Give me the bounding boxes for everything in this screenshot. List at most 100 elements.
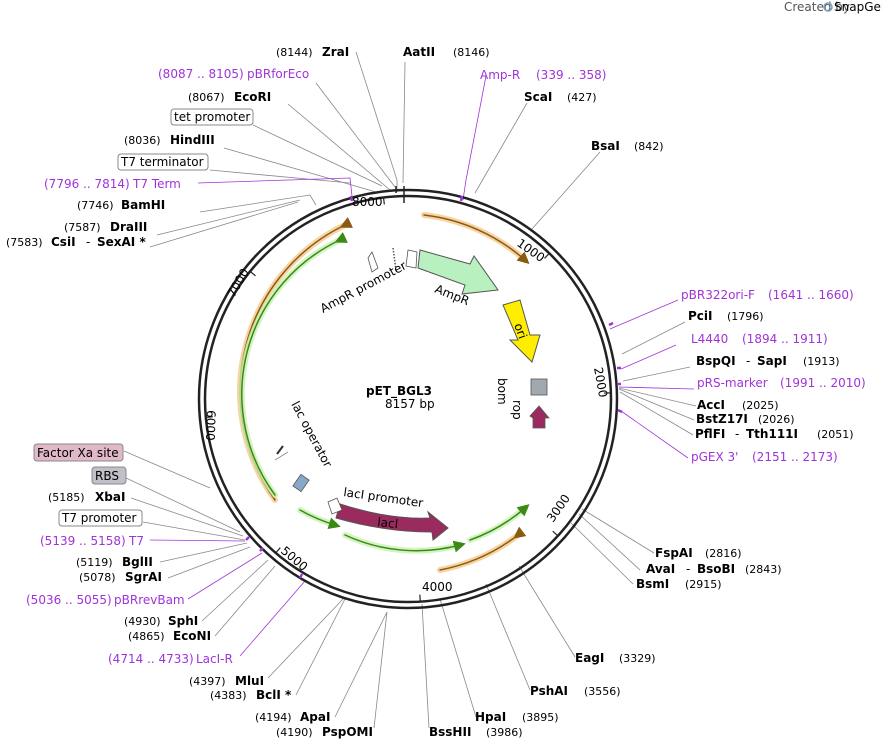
boxed-labels: tet promoter T7 terminator Factor Xa sit… <box>33 108 254 527</box>
tick-label-8000: 8000 <box>352 195 383 209</box>
bspqi-name: BspQI <box>696 354 736 368</box>
enzyme-labels-left: (8144) ZraI AatII (8146) (8067) EcoRI (8… <box>6 45 490 249</box>
pcii-name: PciI <box>688 309 713 323</box>
bcli-pos: (4383) <box>210 689 247 702</box>
bstz17i-pos: (2026) <box>758 413 795 426</box>
aatii-name: AatII <box>403 45 435 59</box>
apai-name: ApaI <box>300 710 330 724</box>
primer-labels: (8087 .. 8105) pBRforEco Amp-R (339 .. 3… <box>26 67 866 666</box>
inner-features <box>276 247 550 541</box>
tick-label-2000: 2000 <box>591 366 610 399</box>
bsmi-pos: (2915) <box>685 578 722 591</box>
ecori-pos: (8067) <box>188 91 225 104</box>
rbs-mark <box>276 445 284 455</box>
scai-pos: (427) <box>567 91 597 104</box>
pbr322ori-range: (1641 .. 1660) <box>768 288 854 302</box>
zrai-name: ZraI <box>322 45 349 59</box>
laci-arrow <box>335 503 449 541</box>
rop-label: rop <box>510 400 524 420</box>
tick-mark-5000 <box>275 547 281 554</box>
snapgene-watermark: Created by SnapGene <box>784 0 882 14</box>
mlui-name: MluI <box>235 674 264 688</box>
tet-promoter-box <box>170 108 254 126</box>
avai-name: AvaI <box>646 562 675 576</box>
pbrrevbam-range: (5036 .. 5055) <box>26 593 112 607</box>
pgex3-name: pGEX 3' <box>691 450 738 464</box>
pgex3-range: (2151 .. 2173) <box>752 450 838 464</box>
bspqi-dash: - <box>746 354 750 368</box>
pbr322ori-name: pBR322ori-F <box>681 288 755 302</box>
bom-label: bom <box>495 378 509 405</box>
bsai-name: BsaI <box>591 139 620 153</box>
sapi-name: SapI <box>757 354 787 368</box>
pflfi-name: PflFI <box>695 427 725 441</box>
laci-promoter-label: lacI promoter <box>343 485 425 510</box>
acci-name: AccI <box>697 398 725 412</box>
tick-label-6000: 6000 <box>203 410 218 441</box>
ori-label: ori <box>511 321 529 340</box>
green-orfs <box>238 232 530 554</box>
avai-pos: (2843) <box>745 563 782 576</box>
sgrai-name: SgrAI <box>125 570 162 584</box>
csii-pos: (7583) <box>6 236 43 249</box>
ampr-promoter-label: AmpR promoter <box>318 258 409 315</box>
t7-promoter-box <box>58 509 143 527</box>
inner-labels: AmpR promoter AmpR ori bom rop lacI prom… <box>288 258 529 531</box>
ampr-arrow <box>417 249 499 295</box>
t7-terminator-label: T7 terminator <box>120 155 204 169</box>
rbs-label: RBS <box>95 469 119 483</box>
tick-mark-3000 <box>552 530 559 537</box>
hindiii-pos: (8036) <box>124 134 161 147</box>
pshai-name: PshAI <box>530 684 568 698</box>
lacir-range: (4714 .. 4733) <box>108 652 194 666</box>
bsshii-pos: (3986) <box>486 726 523 739</box>
l4440-name: L4440 <box>691 332 728 346</box>
scai-name: ScaI <box>524 90 552 104</box>
bsshii-name: BssHII <box>429 725 471 739</box>
snapgene-logo-icon <box>823 2 833 12</box>
plasmid-name: pET_BGL3 <box>366 384 432 399</box>
zrai-pos: (8144) <box>276 46 313 59</box>
prs-name: pRS-marker <box>697 376 768 390</box>
bglii-pos: (5119) <box>76 556 113 569</box>
site-marks <box>395 186 405 203</box>
bamhi-name: BamHI <box>121 198 165 212</box>
terminator-mark <box>392 247 397 271</box>
draiii-pos: (7587) <box>64 221 101 234</box>
bom-box <box>530 378 548 396</box>
ecori-name: EcoRI <box>234 90 271 104</box>
econi-name: EcoNI <box>173 629 211 643</box>
mlui-pos: (4397) <box>189 675 226 688</box>
sexai-name: SexAI * <box>97 235 146 249</box>
sphi-pos: (4930) <box>124 615 161 628</box>
tick-label-7000: 7000 <box>224 266 251 299</box>
tth111i-name: Tth111I <box>746 427 798 441</box>
econi-pos: (4865) <box>128 630 165 643</box>
pflfi-pos: (2051) <box>817 428 854 441</box>
bglii-name: BglII <box>122 555 153 569</box>
tet-promoter-label: tet promoter <box>174 110 250 124</box>
backbone-inner-ring <box>203 194 613 604</box>
pspomi-pos: (4190) <box>276 726 313 739</box>
t7-primer-range: (5139 .. 5158) <box>40 534 126 548</box>
watermark-created-by: Created by <box>784 0 850 14</box>
l4440-range: (1894 .. 1911) <box>742 332 828 346</box>
rbs-box <box>91 466 127 485</box>
csii-name: CsiI <box>51 235 76 249</box>
hindiii-name: HindIII <box>170 133 215 147</box>
acci-pos: (2025) <box>742 399 779 412</box>
pspomi-name: PspOMI <box>322 725 373 739</box>
hpai-pos: (3895) <box>522 711 559 724</box>
ampr-primer-range: (339 .. 358) <box>536 68 606 82</box>
laci-label: lacI <box>377 515 399 531</box>
enzyme-labels-bottom-left: (5185) XbaI (5119) BglII (5078) SgrAI (4… <box>48 490 373 739</box>
pbrforeco-name: pBRforEco <box>247 67 309 81</box>
fspai-name: FspAI <box>655 546 693 560</box>
lac-operator-box <box>292 473 310 493</box>
tick-marks <box>205 197 611 602</box>
t7term-range: (7796 .. 7814) <box>44 177 130 191</box>
fspai-pos: (2816) <box>705 547 742 560</box>
sphi-name: SphI <box>168 614 198 628</box>
pbrforeco-range: (8087 .. 8105) <box>158 67 244 81</box>
bsobi-name: BsoBI <box>697 562 735 576</box>
